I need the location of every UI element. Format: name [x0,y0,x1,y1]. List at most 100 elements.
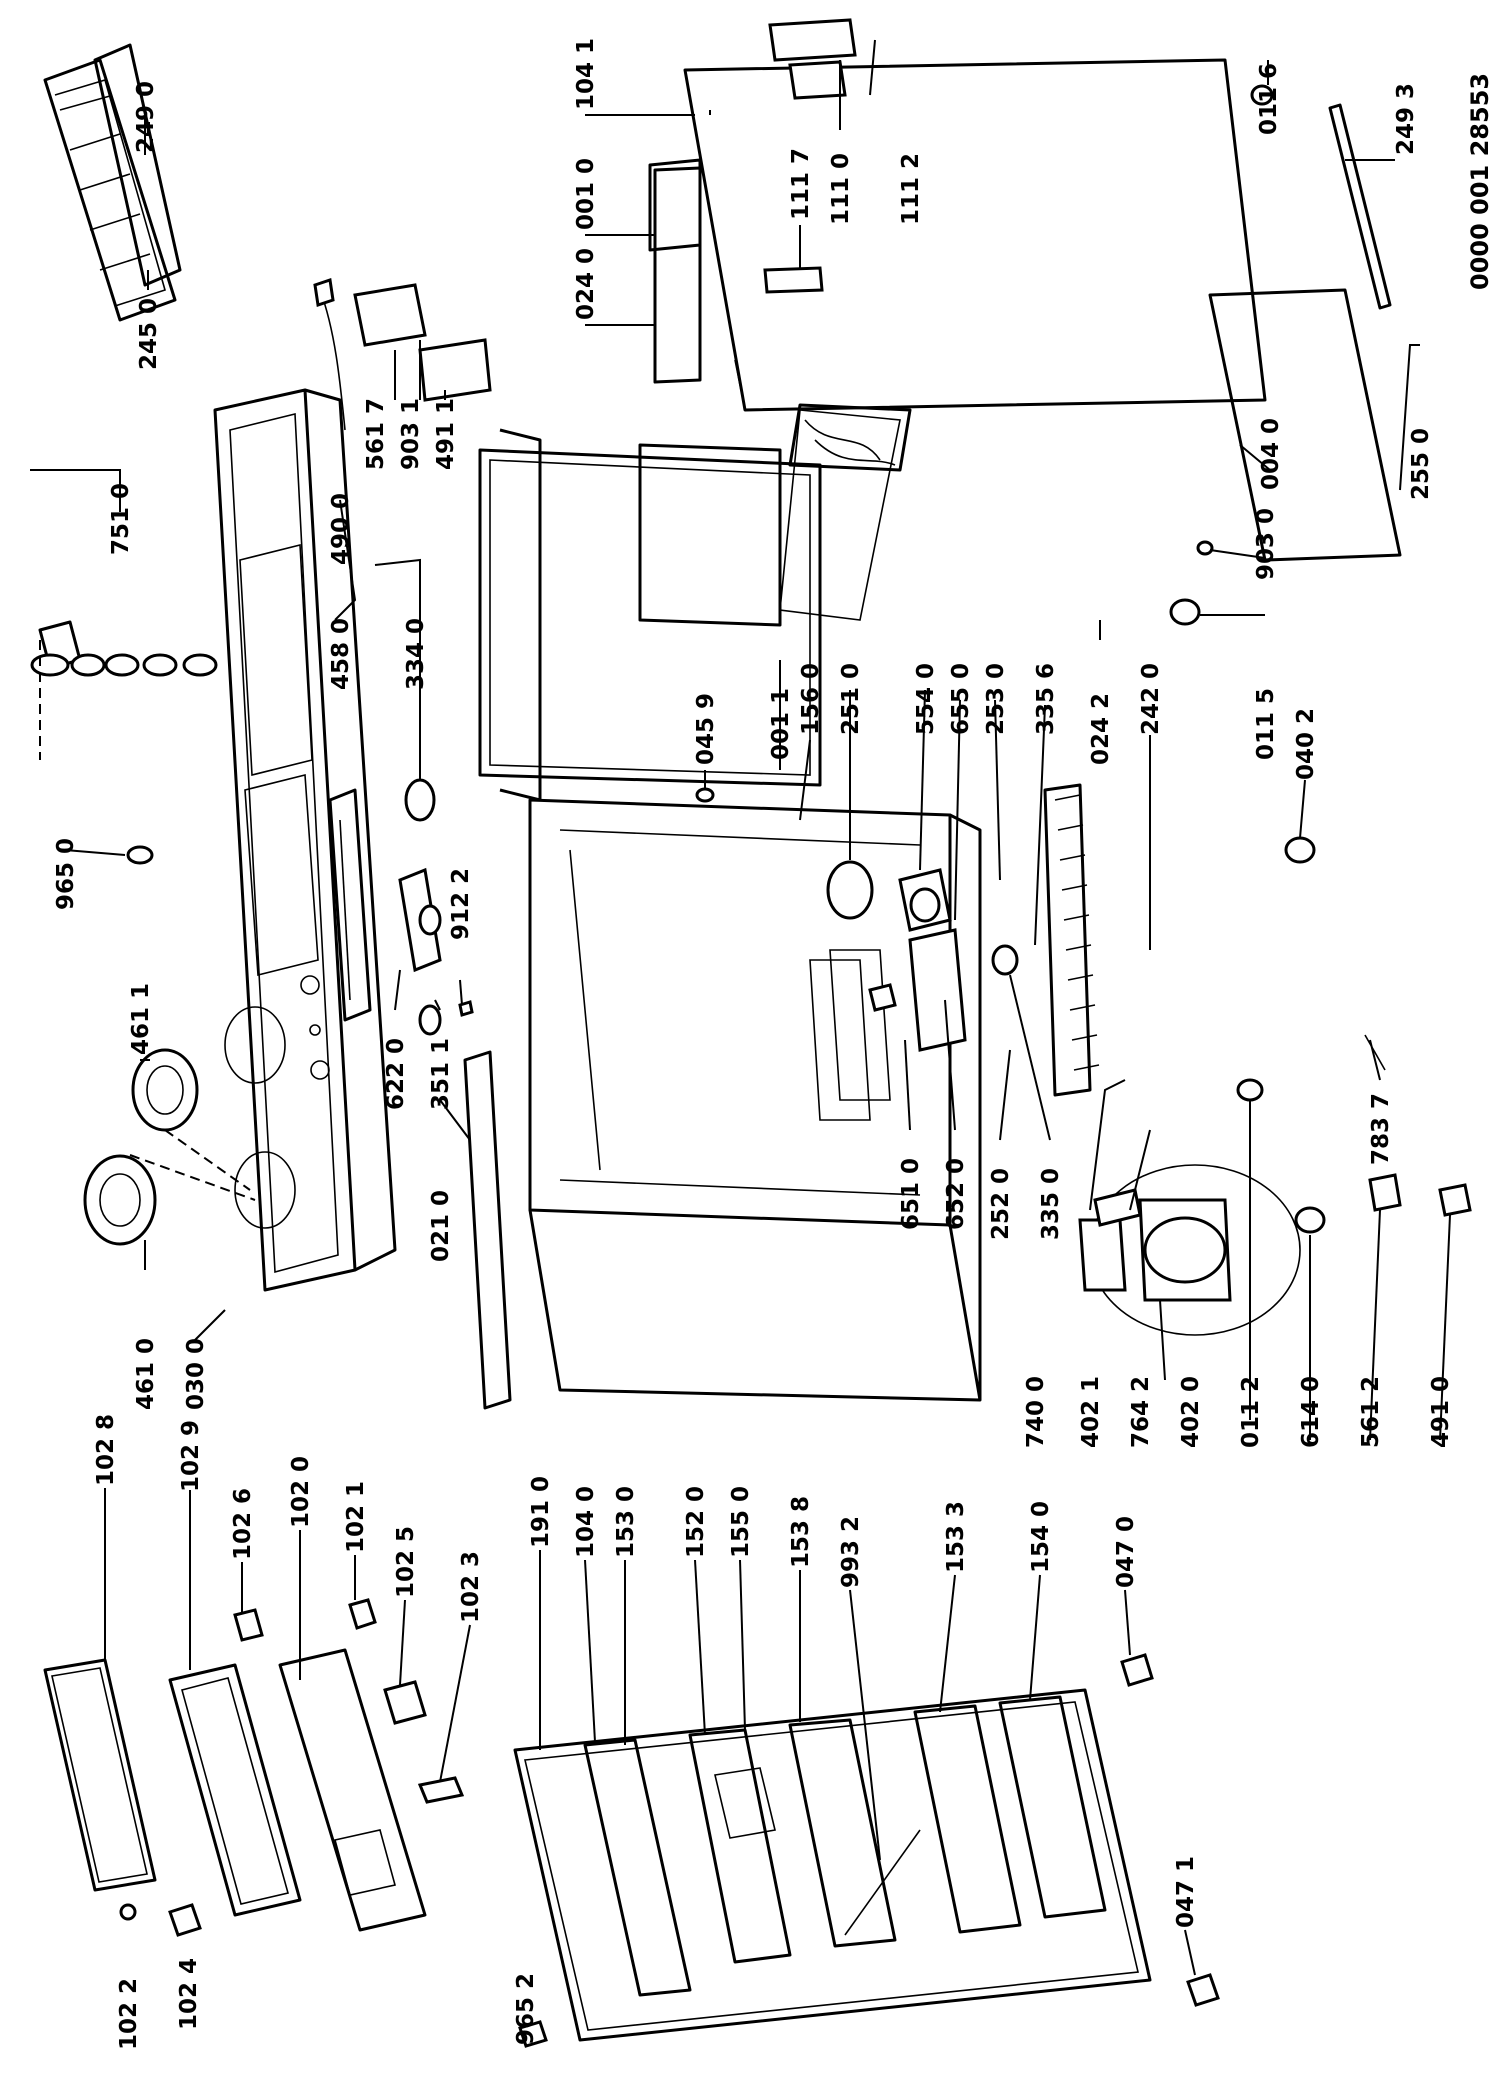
label-0210: 021 0 [428,1190,454,1262]
power-cable-4900 [313,278,346,431]
label-1024: 102 4 [176,1958,202,2030]
label-1560: 156 0 [798,663,824,735]
grommet-0112 [1236,1078,1264,1102]
door-panel-1020 [278,1648,427,1932]
label-1550: 155 0 [728,1486,754,1558]
rod-2493 [1328,103,1392,310]
cabinet-interior [528,798,982,1402]
label-0242: 024 2 [1088,693,1114,765]
foot-0402 [1284,836,1316,864]
label-4910: 491 0 [1428,1376,1454,1448]
label-2420: 242 0 [1138,663,1164,735]
label-2493: 249 3 [1393,83,1419,155]
label-1040: 104 0 [573,1486,599,1558]
label-5617: 561 7 [363,398,389,470]
document-number: 0000 001 28553 [1466,73,1494,290]
label-2520: 252 0 [988,1168,1014,1240]
label-7837: 783 7 [1368,1093,1394,1165]
label-9650: 965 0 [53,838,79,910]
label-6520: 652 0 [943,1158,969,1230]
label-6550: 655 0 [948,663,974,735]
label-1910: 191 0 [528,1476,554,1548]
label-1022: 102 2 [116,1978,142,2050]
cabinet-body-0011 [478,428,822,802]
label-0115: 011 5 [1253,688,1279,760]
label-7642: 764 2 [1128,1376,1154,1448]
screw-1022 [119,1903,137,1921]
label-3511: 351 1 [428,1038,454,1110]
label-1023: 102 3 [458,1551,484,1623]
label-6510: 651 0 [898,1158,924,1230]
hinge-top-1110 [768,18,857,62]
label-5540: 554 0 [913,663,939,735]
label-1112: 111 2 [898,153,924,225]
label-4611: 461 1 [128,983,154,1055]
foot-0471 [1186,1973,1220,2007]
knob-assembly-7510 [30,620,218,760]
bracket-0210 [463,1050,512,1410]
label-7400: 740 0 [1023,1376,1049,1448]
foot-0470 [1120,1653,1154,1687]
label-4020: 402 0 [1178,1376,1204,1448]
door-frame-1029 [168,1663,302,1917]
hotplate-4611 [131,1048,199,1132]
latch-1023 [417,1776,465,1804]
bulb-3511 [418,1004,442,1036]
label-5612: 561 2 [1358,1376,1384,1448]
label-0459: 045 9 [693,693,719,765]
hinge-clip-1026 [233,1608,264,1642]
glass-shelf-2550 [1208,288,1402,562]
label-1117: 111 7 [788,148,814,220]
upper-door-1041 [648,58,1267,412]
tab-1024 [168,1903,202,1937]
label-3356: 335 6 [1033,663,1059,735]
label-1530: 153 0 [613,1486,639,1558]
label-2550: 255 0 [1408,428,1434,500]
door-gasket-1028 [43,1658,157,1892]
label-1026: 102 6 [230,1488,256,1560]
label-2510: 251 0 [838,663,864,735]
label-1041: 104 1 [573,38,599,110]
label-2530: 253 0 [983,663,1009,735]
label-0471: 047 1 [1173,1856,1199,1928]
label-1538: 153 8 [788,1496,814,1568]
knob-3340 [404,778,436,822]
label-3350: 335 0 [1038,1168,1064,1240]
side-panel-0241 [779,409,901,621]
label-0116: 011 6 [1256,63,1282,135]
hinge-pin-9652 [518,2020,548,2048]
label-4610: 461 0 [133,1338,159,1410]
cable-box-5617 [353,283,492,402]
fuse-6140 [1294,1206,1326,1234]
label-1021: 102 1 [343,1481,369,1553]
label-1110: 111 0 [828,153,854,225]
label-4021: 402 1 [1078,1376,1104,1448]
label-0011: 001 1 [768,688,794,760]
evaporator-coil-7400 [1043,783,1100,1097]
wire-7837 [1364,1034,1386,1071]
control-box-4580 [328,788,372,1022]
label-0240: 024 0 [573,248,599,320]
label-0300: 030 0 [183,1338,209,1410]
back-panel-0011 [638,443,782,627]
pin-0116 [1250,84,1274,106]
label-1520: 152 0 [683,1486,709,1558]
label-4900: 490 0 [328,493,354,565]
label-7510: 751 0 [108,483,134,555]
thermostat-parts [826,860,1019,1052]
grille-2490 [93,43,182,287]
label-0040: 004 0 [1258,418,1284,490]
label-9122: 912 2 [448,868,474,940]
label-6220: 622 0 [383,1038,409,1110]
cap-9650 [126,845,154,865]
hotplate-4610 [83,1154,157,1246]
label-9031: 903 1 [398,398,424,470]
shelf-grille-2450 [43,58,177,322]
foot-0115 [1169,598,1201,626]
label-0402: 040 2 [1293,708,1319,780]
cap-4910 [1438,1183,1472,1217]
clip-5612 [1368,1173,1402,1212]
door-seal-0010 [653,166,702,384]
hinge-bracket-1112 [788,60,847,100]
